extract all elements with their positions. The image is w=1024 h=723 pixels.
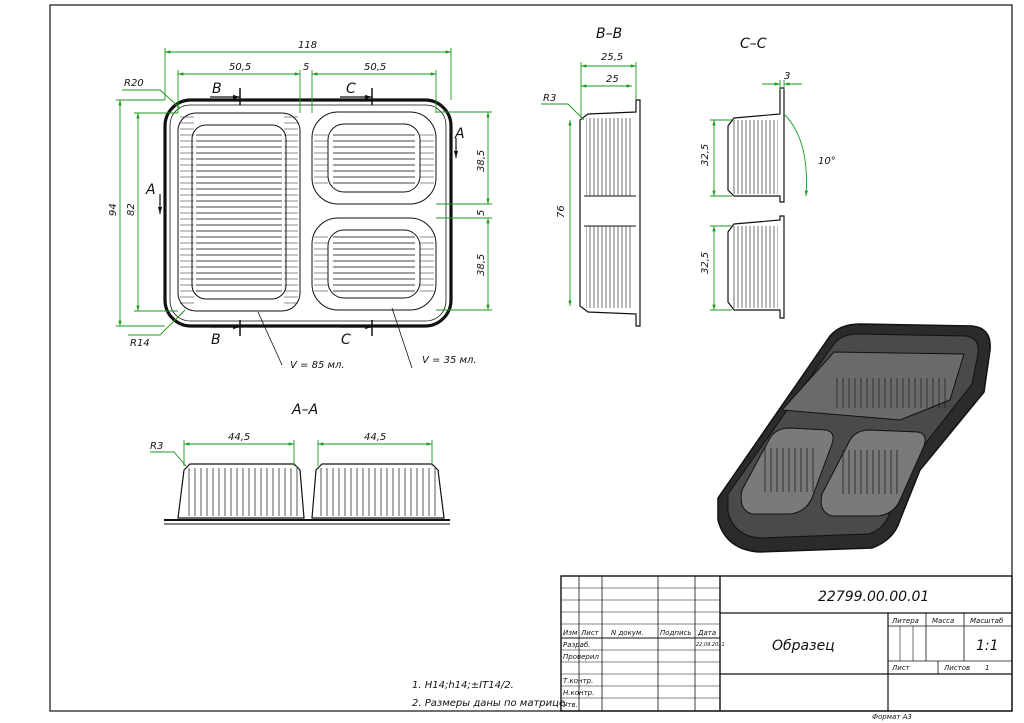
notes: 1. H14;h14;±IT14/2. 2. Размеры даны по м…: [412, 680, 568, 709]
cut-a-right: A: [454, 126, 465, 142]
sheet-frame: [49, 4, 1013, 712]
dim-94: 94: [108, 203, 119, 216]
section-aa-labels: A–A 44,5 44,5 R3: [150, 402, 386, 452]
section-bb-title: B–B: [596, 26, 622, 42]
header-izm: Изм: [563, 629, 578, 637]
row-nkontr: Н.контр.: [563, 689, 594, 697]
dim-25: 25: [606, 74, 619, 85]
angle-10: 10°: [818, 156, 836, 167]
section-bb-view: [541, 62, 641, 327]
isometric-view: [717, 323, 991, 553]
section-aa-view: [150, 440, 450, 525]
dim-44-5-right: 44,5: [364, 432, 386, 443]
header-data: Дата: [697, 629, 716, 637]
row-tkontr: Т.контр.: [563, 677, 593, 685]
dim-32-5-bottom: 32,5: [700, 252, 711, 274]
dim-5-mid: 5: [476, 210, 487, 216]
radius-r3-bb: R3: [543, 93, 556, 104]
cut-c-top: C: [346, 81, 356, 97]
small-cavity-bottom: [311, 217, 437, 311]
row-razrab: Разраб.: [563, 641, 591, 649]
volume-35: V = 35 мл.: [422, 355, 477, 366]
dim-50-5-right: 50,5: [364, 62, 386, 73]
dim-76: 76: [556, 205, 567, 218]
section-bb-labels: B–B 25,5 25 R3 76: [543, 26, 623, 218]
dim-38-5-bottom: 38,5: [476, 254, 487, 276]
document-number: 22799.00.00.01: [818, 589, 929, 605]
scale-value: 1:1: [976, 638, 999, 654]
header-masshtab: Масштаб: [970, 617, 1004, 625]
plan-view: [116, 48, 492, 369]
date-value: 22.09.2011: [696, 642, 725, 648]
section-cc-title: C–C: [740, 36, 767, 52]
cut-b-top: B: [212, 81, 222, 97]
header-litera: Литера: [891, 617, 919, 625]
title-block: [560, 575, 1013, 712]
dim-82: 82: [126, 203, 137, 216]
sheet-label: Лист: [891, 664, 911, 672]
header-podpis: Подпись: [660, 629, 692, 637]
dim-32-5-top: 32,5: [700, 144, 711, 166]
cut-c-bottom: C: [341, 332, 351, 348]
dim-38-5-top: 38,5: [476, 150, 487, 172]
row-utv: Утв.: [563, 701, 578, 709]
section-cc-view: [710, 80, 808, 319]
part-name: Образец: [772, 638, 835, 654]
volume-85: V = 85 мл.: [290, 360, 345, 371]
tray-outline: [163, 98, 453, 328]
sheets-value: 1: [985, 664, 989, 672]
note-2: 2. Размеры даны по матрице.: [412, 698, 568, 709]
dim-3: 3: [784, 71, 790, 82]
radius-r14: R14: [130, 338, 150, 349]
large-cavity: [177, 112, 301, 312]
row-proveril: Проверил: [563, 653, 599, 661]
dim-44-5-left: 44,5: [228, 432, 250, 443]
section-cc-labels: C–C 3 32,5 32,5 10°: [700, 36, 836, 274]
radius-r20: R20: [124, 78, 144, 89]
title-block-text: 22799.00.00.01 Образец Изм Лист N докум.…: [563, 589, 1004, 721]
dim-25-5: 25,5: [601, 52, 623, 63]
plan-dimension-labels: 118 50,5 5 50,5 94 82 38,5 5 38,5 R20 R1…: [108, 40, 487, 371]
cut-b-bottom: B: [211, 332, 221, 348]
cut-a-left: A: [145, 182, 156, 198]
section-aa-title: A–A: [291, 402, 318, 418]
dim-118: 118: [298, 40, 317, 51]
dim-5-top: 5: [303, 62, 309, 73]
header-massa: Масса: [932, 617, 954, 625]
sheets-label: Листов: [943, 664, 970, 672]
header-ndoc: N докум.: [611, 629, 643, 637]
dim-50-5-left: 50,5: [229, 62, 251, 73]
small-cavity-top: [311, 111, 437, 205]
header-list: Лист: [580, 629, 600, 637]
note-1: 1. H14;h14;±IT14/2.: [412, 680, 514, 691]
format-label: Формат А3: [872, 713, 912, 721]
radius-r3-aa: R3: [150, 441, 163, 452]
